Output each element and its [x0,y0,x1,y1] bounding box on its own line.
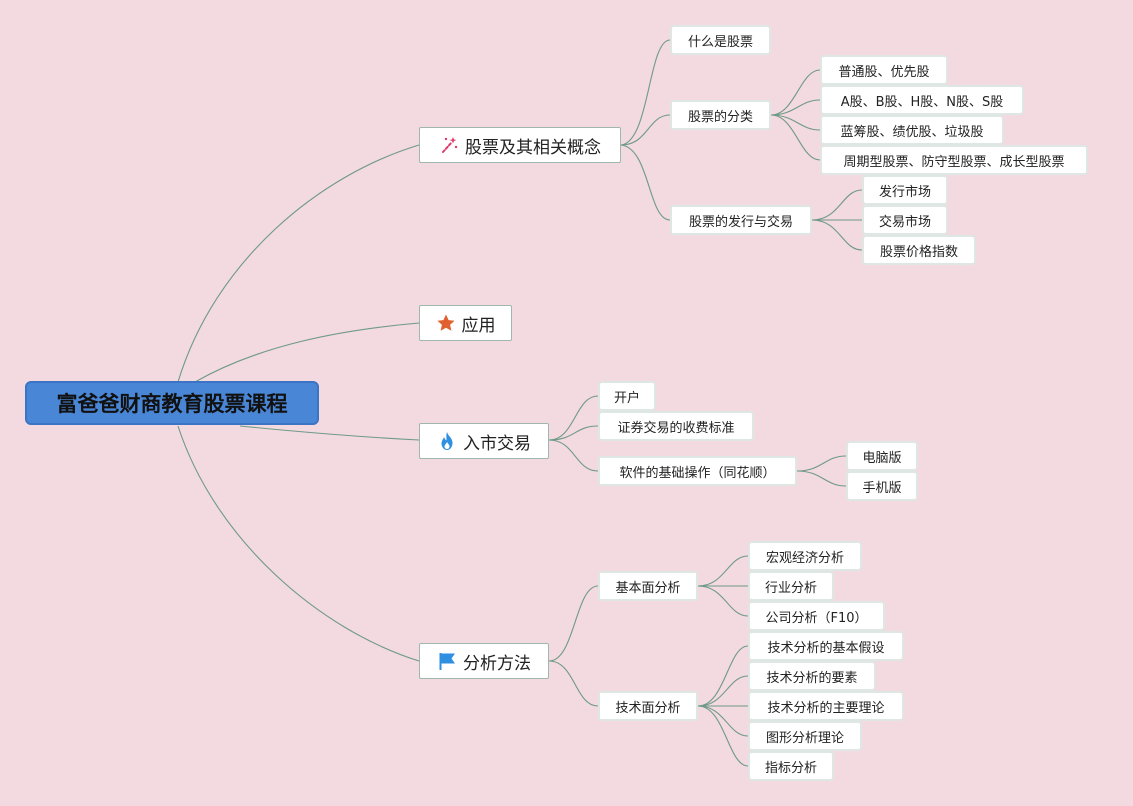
node-label: 手机版 [862,480,902,496]
node-technical-5[interactable]: 指标分析 [748,751,834,781]
node-label: 技术分析的要素 [766,670,858,686]
node-stock-issuance[interactable]: 股票的发行与交易 [670,205,812,235]
root-topic-label: 富爸爸财商教育股票课程 [56,392,288,416]
node-open-account[interactable]: 开户 [598,381,656,411]
flag-icon [439,653,455,670]
node-label: 软件的基础操作（同花顺） [619,465,776,481]
star-icon [436,314,455,331]
node-label: 蓝筹股、绩优股、垃圾股 [840,124,984,140]
node-label: 股票的发行与交易 [688,214,793,230]
node-label: 宏观经济分析 [765,550,844,566]
node-label: 周期型股票、防守型股票、成长型股票 [843,154,1065,170]
node-label: 图形分析理论 [765,730,844,746]
branch-concepts[interactable]: 股票及其相关概念 [419,127,621,163]
node-label: 证券交易的收费标准 [617,420,735,436]
branch-analysis[interactable]: 分析方法 [419,643,549,679]
node-technical-4[interactable]: 图形分析理论 [748,721,862,751]
node-technical-3[interactable]: 技术分析的主要理论 [748,691,904,721]
node-label: 技术分析的主要理论 [767,700,885,716]
node-label: 公司分析（F10） [765,610,868,626]
node-fundamental-2[interactable]: 行业分析 [748,571,834,601]
node-what-is-stock[interactable]: 什么是股票 [670,25,771,55]
node-classification-1[interactable]: 普通股、优先股 [820,55,948,85]
node-label: 股票价格指数 [879,244,958,260]
node-issuance-1[interactable]: 发行市场 [862,175,948,205]
branch-market-entry-label: 入市交易 [463,433,531,454]
node-label: A股、B股、H股、N股、S股 [840,94,1004,110]
node-label: 基本面分析 [615,580,681,596]
node-software-basics[interactable]: 软件的基础操作（同花顺） [598,456,797,486]
node-fundamental-analysis[interactable]: 基本面分析 [598,571,698,601]
node-technical-2[interactable]: 技术分析的要素 [748,661,876,691]
root-topic[interactable]: 富爸爸财商教育股票课程 [25,381,319,425]
flame-icon [441,432,453,450]
node-label: 什么是股票 [687,34,753,50]
node-fundamental-1[interactable]: 宏观经济分析 [748,541,862,571]
node-technical-1[interactable]: 技术分析的基本假设 [748,631,904,661]
node-label: 交易市场 [878,214,931,230]
node-label: 发行市场 [878,184,931,200]
node-label: 开户 [613,390,640,406]
node-issuance-3[interactable]: 股票价格指数 [862,235,976,265]
node-label: 指标分析 [764,760,817,776]
branch-concepts-label: 股票及其相关概念 [465,137,601,158]
branch-market-entry[interactable]: 入市交易 [419,423,549,459]
node-issuance-2[interactable]: 交易市场 [862,205,948,235]
node-stock-classification[interactable]: 股票的分类 [670,100,771,130]
node-classification-2[interactable]: A股、B股、H股、N股、S股 [820,85,1024,115]
node-software-desktop[interactable]: 电脑版 [846,441,918,471]
node-label: 行业分析 [764,580,817,596]
node-label: 股票的分类 [687,109,753,125]
node-label: 技术分析的基本假设 [767,640,885,656]
branch-application[interactable]: 应用 [419,305,512,341]
node-label: 技术面分析 [615,700,681,716]
node-software-mobile[interactable]: 手机版 [846,471,918,501]
branch-analysis-label: 分析方法 [463,653,531,674]
node-label: 普通股、优先股 [838,64,930,80]
magic-wand-icon [442,137,458,153]
node-trading-fees[interactable]: 证券交易的收费标准 [598,411,754,441]
node-classification-3[interactable]: 蓝筹股、绩优股、垃圾股 [820,115,1004,145]
node-fundamental-3[interactable]: 公司分析（F10） [748,601,885,631]
node-technical-analysis[interactable]: 技术面分析 [598,691,698,721]
branch-application-label: 应用 [461,315,496,336]
node-classification-4[interactable]: 周期型股票、防守型股票、成长型股票 [820,145,1088,175]
node-label: 电脑版 [862,450,902,466]
